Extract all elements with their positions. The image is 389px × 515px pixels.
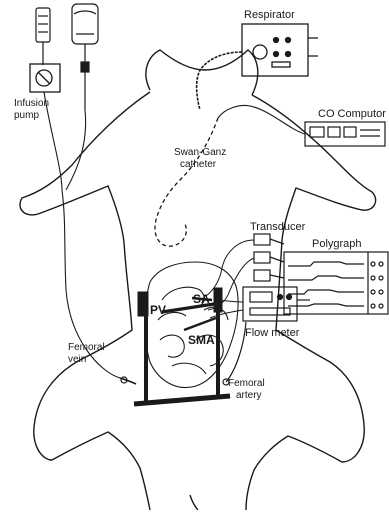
label-swan-ganz-1: Swan-Ganz <box>174 147 226 158</box>
sma-probe <box>184 318 216 330</box>
label-pv: PV <box>150 303 166 317</box>
iv-bottle-left <box>36 8 50 65</box>
label-femoral-artery-2: artery <box>236 390 262 401</box>
retractor-frame <box>134 288 230 404</box>
label-sma: SMA <box>188 333 215 347</box>
femoral-artery-catheter <box>226 322 246 382</box>
swan-ganz-catheter-line <box>155 118 218 246</box>
label-swan-ganz-2: catheter <box>180 159 217 170</box>
infusion-pump-device <box>30 64 60 92</box>
label-infusion-pump-2: pump <box>14 110 39 121</box>
label-transducer: Transducer <box>250 221 306 233</box>
iv-line <box>66 110 86 190</box>
infusion-tubing <box>44 92 120 378</box>
polygraph-device <box>284 252 388 314</box>
abdominal-cavity <box>146 262 239 388</box>
label-respirator: Respirator <box>244 9 295 21</box>
label-sa: SA <box>193 292 210 306</box>
label-femoral-vein-2: vein <box>68 354 86 365</box>
respirator-device <box>242 24 318 76</box>
co-computer-cable <box>218 106 305 135</box>
label-infusion-pump-1: Infusion <box>14 98 49 109</box>
label-co-computer: CO Computor <box>318 108 386 120</box>
label-flow-meter: Flow meter <box>245 327 300 339</box>
transducer-line-1 <box>206 240 254 296</box>
iv-bottle-right <box>72 4 98 110</box>
label-femoral-artery-1: Femoral <box>228 378 265 389</box>
label-polygraph: Polygraph <box>312 238 362 250</box>
label-femoral-vein-1: Femoral <box>68 342 105 353</box>
